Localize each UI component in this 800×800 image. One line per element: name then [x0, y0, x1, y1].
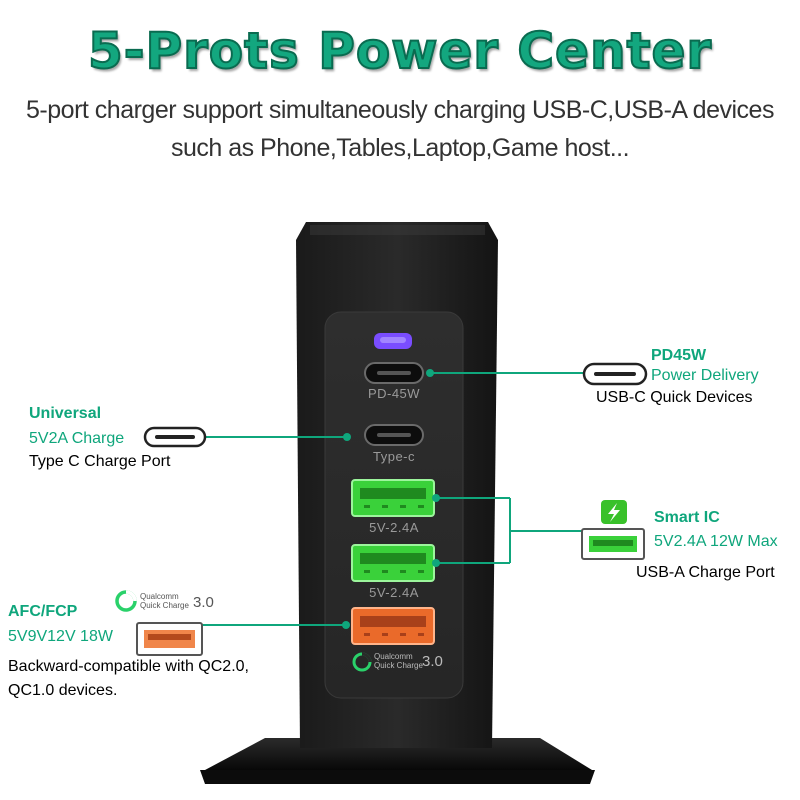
- qc-logo-text: Qualcomm Quick Charge: [374, 652, 423, 670]
- smart-ic-line2: USB-A Charge Port: [636, 564, 775, 581]
- universal-title: Universal: [29, 405, 102, 422]
- afc-line1: 5V9V12V 18W: [8, 628, 113, 645]
- smart-ic-title: Smart IC: [654, 509, 720, 526]
- qc-version-left: 3.0: [193, 594, 214, 611]
- port-label-pd: PD-45W: [367, 386, 421, 401]
- qc-sub: Quick Charge: [374, 661, 423, 670]
- subtitle-line-1: 5-port charger support simultaneously ch…: [26, 96, 774, 124]
- pd45w-line1: Power Delivery: [651, 367, 759, 384]
- qc-version: 3.0: [422, 653, 443, 670]
- qc-logo-left-text: Qualcomm Quick Charge: [140, 592, 189, 610]
- qc-brand-left: Qualcomm: [140, 592, 179, 601]
- qc-sub-left: Quick Charge: [140, 601, 189, 610]
- pd45w-line2: USB-C Quick Devices: [596, 389, 753, 406]
- afc-line3: QC1.0 devices.: [8, 682, 118, 699]
- subtitle-line-2: such as Phone,Tables,Laptop,Game host...: [170, 134, 630, 162]
- afc-line2: Backward-compatible with QC2.0,: [8, 658, 249, 675]
- universal-line2: Type C Charge Port: [29, 453, 171, 470]
- qc-brand: Qualcomm: [374, 652, 413, 661]
- pd45w-title: PD45W: [651, 347, 707, 364]
- universal-line1: 5V2A Charge: [29, 430, 125, 447]
- port-label-usba-1: 5V-2.4A: [369, 520, 419, 535]
- smart-ic-line1: 5V2.4A 12W Max: [654, 533, 778, 550]
- port-label-usba-2: 5V-2.4A: [369, 585, 419, 600]
- page-title: 5-Prots Power Center: [87, 21, 713, 81]
- afc-title: AFC/FCP: [8, 603, 78, 620]
- port-label-typec: Type-c: [372, 449, 415, 464]
